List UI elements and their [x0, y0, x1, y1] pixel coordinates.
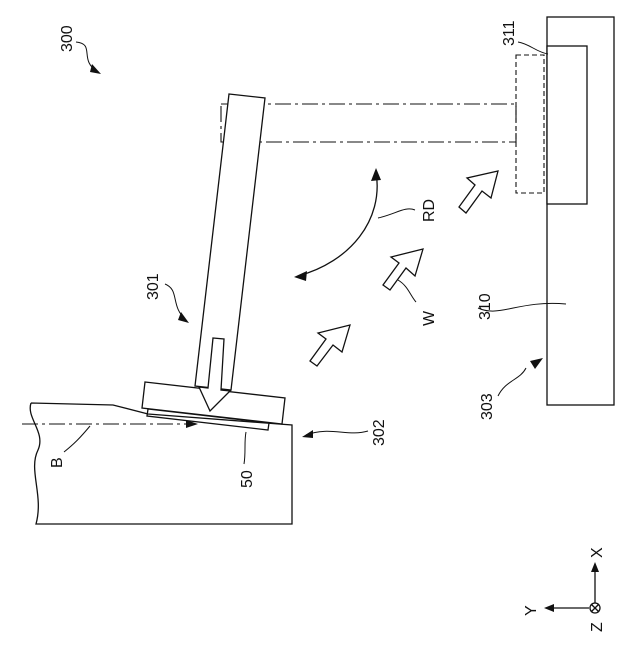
label-303: 303	[479, 393, 496, 420]
label-50: 50	[239, 470, 256, 488]
movement-arrow-upper	[459, 171, 498, 213]
label-310: 310	[477, 293, 494, 320]
leader-311	[518, 42, 548, 54]
arm-alternate-position	[221, 104, 516, 142]
axis-y-label: Y	[523, 605, 540, 616]
leader-300-arrow-icon	[90, 64, 101, 74]
leader-303-arrow-icon	[530, 358, 543, 369]
leader-303	[498, 368, 526, 396]
leader-rd	[378, 209, 415, 218]
label-302: 302	[371, 419, 388, 446]
holder-311	[547, 46, 587, 204]
label-b: B	[49, 457, 66, 468]
leader-302	[306, 431, 368, 435]
label-300: 300	[59, 25, 76, 52]
arm-301-shaft	[195, 94, 265, 390]
label-rd: RD	[421, 199, 438, 222]
label-w: W	[421, 310, 438, 326]
leader-302-arrow-icon	[302, 430, 313, 438]
axis-y-arrow-icon	[544, 604, 554, 612]
rotation-arrow-top-icon	[371, 168, 381, 181]
label-301: 301	[145, 273, 162, 300]
rotation-arrow-bottom-icon	[294, 271, 307, 281]
leader-50	[244, 432, 246, 464]
rotation-rd-arc	[298, 172, 377, 276]
leader-301-arrow-icon	[178, 312, 189, 323]
held-piece-dashed	[516, 55, 544, 193]
axis-x-label: X	[589, 547, 606, 558]
axis-z-label: Z	[589, 622, 606, 632]
axis-x-arrow-icon	[591, 562, 599, 572]
movement-arrow-lower	[310, 325, 350, 366]
leader-w	[398, 280, 416, 302]
leader-b	[64, 426, 90, 452]
label-311: 311	[501, 20, 518, 46]
